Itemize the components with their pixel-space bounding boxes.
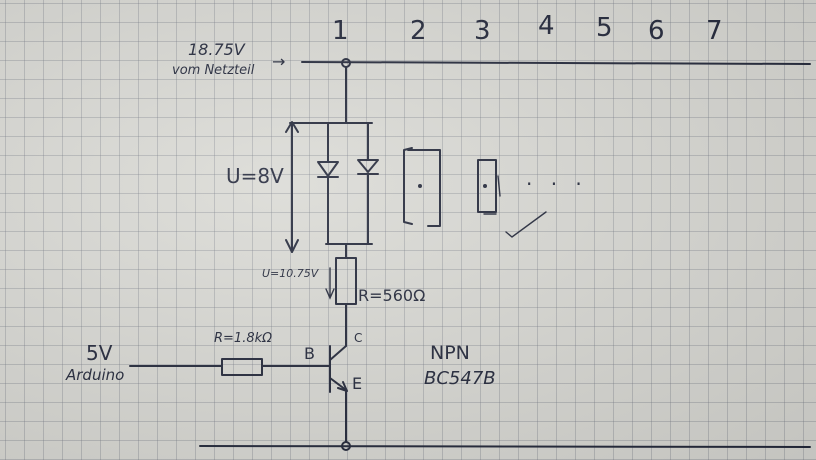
transistor-part-label: BC547B <box>424 368 496 389</box>
resistor-1k8-symbol <box>221 358 263 376</box>
column-number-6: 6 <box>648 16 665 46</box>
led-group-dot-2 <box>483 184 487 188</box>
led-continuation-dots <box>327 195 369 237</box>
supply-voltage-label: 18.75V <box>188 40 245 59</box>
resistor-560-label: R=560Ω <box>358 286 426 305</box>
collector-pin-label: C <box>354 331 363 345</box>
led-group-bracket-left <box>403 147 413 225</box>
resistor-voltage-arrow <box>325 267 335 300</box>
column-number-4: 4 <box>538 11 555 41</box>
led-diode-symbol-1 <box>317 144 339 191</box>
led-diode-symbol-2 <box>357 144 379 191</box>
transistor-type-label: NPN <box>430 342 470 364</box>
column-number-3: 3 <box>474 16 491 46</box>
led-voltage-label: U=8V <box>226 164 284 188</box>
column-number-7: 7 <box>706 16 723 46</box>
led-group-dot-1 <box>418 184 422 188</box>
check-mark <box>505 211 547 238</box>
npn-transistor-symbol <box>329 345 348 393</box>
led-block-frame <box>325 122 373 245</box>
column-number-5: 5 <box>596 13 613 43</box>
column-number-1: 1 <box>332 16 349 46</box>
supply-rail <box>301 61 811 65</box>
ground-rail <box>199 445 811 448</box>
led-group-box-2 <box>407 149 441 227</box>
continuation-ellipsis: . . . <box>526 166 588 190</box>
base-pin-label: B <box>304 344 315 363</box>
input-voltage-label: 5V <box>86 341 113 365</box>
supply-arrow-icon: → <box>272 52 286 71</box>
input-source-label: Arduino <box>66 366 125 384</box>
column-number-2: 2 <box>410 16 427 46</box>
led-group-bracket-3 <box>483 175 501 215</box>
resistor-voltage-label: U=10.75V <box>262 267 319 280</box>
voltage-bracket-arrows <box>285 121 299 253</box>
emitter-pin-label: E <box>352 374 363 393</box>
supply-source-label: vom Netzteil <box>172 63 255 78</box>
resistor-560-symbol <box>335 257 357 305</box>
led-group-box-3 <box>477 159 497 213</box>
resistor-1k8-label: R=1.8kΩ <box>214 331 273 346</box>
